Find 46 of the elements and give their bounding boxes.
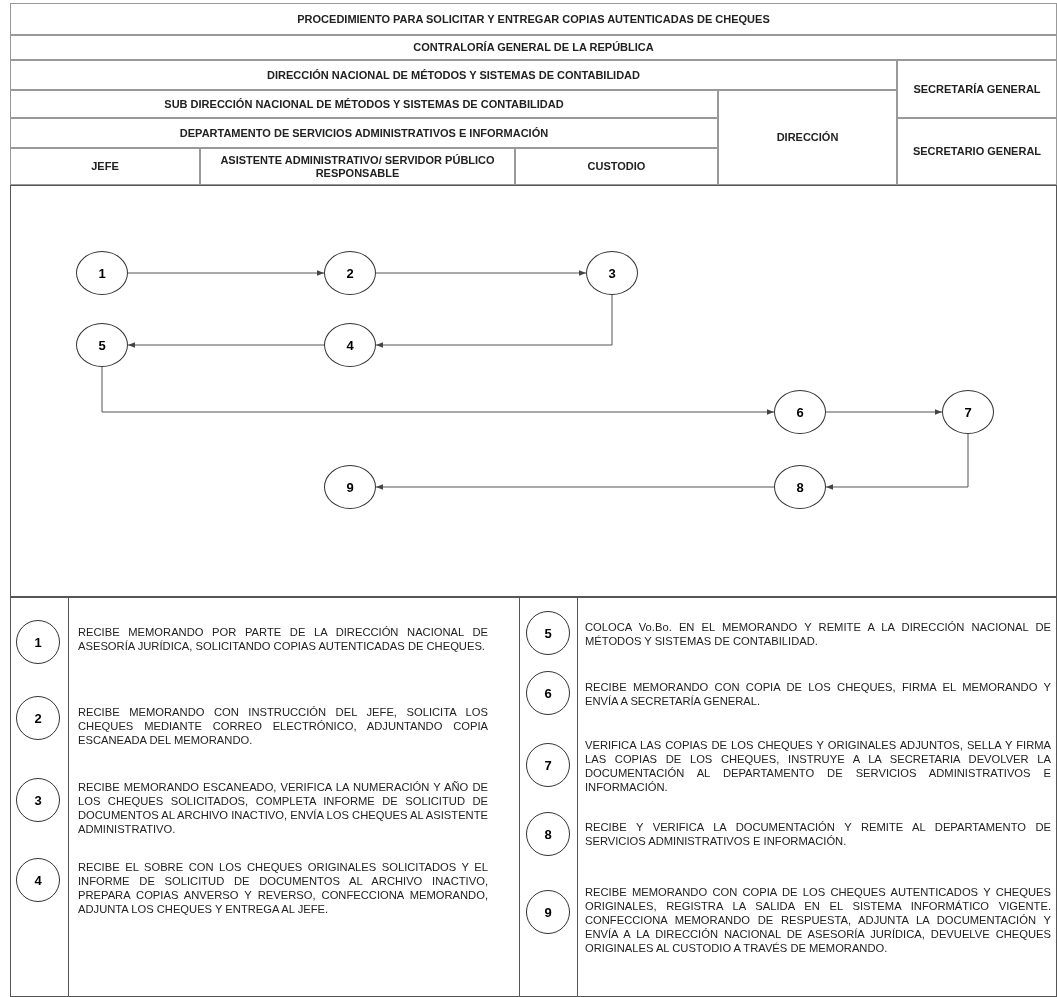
step-number-circle: 7 <box>942 390 994 434</box>
header-cell: SECRETARIO GENERAL <box>897 118 1057 185</box>
step-description: RECIBE MEMORANDO POR PARTE DE LA DIRECCIÓN NACIONAL DE ASESORÍA JURÍDICA, SOLICITANDO COPIAS AUTENTICADAS DE CHEQUES. <box>78 625 488 653</box>
table-title: PROCEDIMIENTO PARA SOLICITAR Y ENTREGAR COPIAS AUTENTICADAS DE CHEQUES <box>10 3 1057 35</box>
header-cell: SUB DIRECCIÓN NACIONAL DE MÉTODOS Y SISTEMAS DE CONTABILIDAD <box>10 90 718 118</box>
arrow <box>825 433 969 490</box>
step-description: COLOCA Vo.Bo. EN EL MEMORANDO Y REMITE A LA DIRECCIÓN NACIONAL DE MÉTODOS Y SISTEMAS DE CONTABILIDAD. <box>585 620 1051 648</box>
step-number-circle: 6 <box>526 671 570 715</box>
step-number-circle: 6 <box>774 390 826 434</box>
step-number-circle: 8 <box>774 465 826 509</box>
step-number-circle: 8 <box>526 812 570 856</box>
header-cell: ASISTENTE ADMINISTRATIVO/ SERVIDOR PÚBLICO RESPONSABLE <box>200 148 515 185</box>
step-number-circle: 7 <box>526 743 570 787</box>
arrow <box>127 342 325 348</box>
step-description: VERIFICA LAS COPIAS DE LOS CHEQUES Y ORIGINALES ADJUNTOS, SELLA Y FIRMA LAS COPIAS DE LOS CHEQUES, INSTRUYE A LA SECRETARIA DEVOLVER LA DOCUMENTACIÓN AL DEPARTAMENTO DE SERVICIOS ADMINISTRATIVOS E INFORMACIÓN. <box>585 738 1051 794</box>
step-number-circle: 5 <box>526 611 570 655</box>
header-cell: JEFE <box>10 148 200 185</box>
step-description: RECIBE MEMORANDO CON COPIA DE LOS CHEQUES, FIRMA EL MEMORANDO Y ENVÍA A SECRETARÍA GENERAL. <box>585 680 1051 708</box>
header-cell: DIRECCIÓN <box>718 90 897 185</box>
step-description: RECIBE EL SOBRE CON LOS CHEQUES ORIGINALES SOLICITADOS Y EL INFORME DE SOLICITUD DE DOCUMENTOS AL ARCHIVO INACTIVO, PREPARA COPIAS ANVERSO Y REVERSO, CONFECCIONA MEMORANDO, ADJUNTA LOS CHEQUES Y ENTREGA AL JEFE. <box>78 860 488 916</box>
header-cell: DIRECCIÓN NACIONAL DE MÉTODOS Y SISTEMAS DE CONTABILIDAD <box>10 60 897 90</box>
step-number-circle: 3 <box>16 778 60 822</box>
arrow <box>101 366 775 415</box>
step-number-circle: 9 <box>526 890 570 934</box>
header-cell: CUSTODIO <box>515 148 718 185</box>
step-description: RECIBE MEMORANDO CON COPIA DE LOS CHEQUES AUTENTICADOS Y CHEQUES ORIGINALES, REGISTRA LA SALIDA EN EL SISTEMA INFORMÁTICO VIGENTE. CONFECCIONA MEMORANDO DE RESPUESTA, ADJUNTA LA DOCUMENTACIÓN Y ENVÍA A LA DIRECCIÓN NACIONAL DE ASESORÍA JURÍDICA, DEVUELVE CHEQUES ORIGINALES AL CUSTODIO A TRAVÉS DE MEMORANDO. <box>585 885 1051 955</box>
header-cell: DEPARTAMENTO DE SERVICIOS ADMINISTRATIVOS E INFORMACIÓN <box>10 118 718 148</box>
step-description: RECIBE MEMORANDO ESCANEADO, VERIFICA LA NUMERACIÓN Y AÑO DE LOS CHEQUES SOLICITADOS, COMPLETA INFORME DE SOLICITUD DE DOCUMENTOS AL ARCHIVO INACTIVO, ENVÍA LOS CHEQUES AL ASISTENTE ADMINISTRATIVO. <box>78 780 488 836</box>
step-number-circle: 1 <box>76 251 128 295</box>
arrow <box>375 484 775 490</box>
step-number-circle: 2 <box>16 696 60 740</box>
arrow <box>127 270 325 276</box>
step-number-circle: 5 <box>76 323 128 367</box>
step-description: RECIBE MEMORANDO CON INSTRUCCIÓN DEL JEFE, SOLICITA LOS CHEQUES MEDIANTE CORREO ELECTRÓNICO, ADJUNTANDO COPIA ESCANEADA DEL MEMORANDO. <box>78 705 488 747</box>
header-cell: CONTRALORÍA GENERAL DE LA REPÚBLICA <box>10 35 1057 60</box>
step-number-circle: 4 <box>324 323 376 367</box>
arrow <box>375 294 613 348</box>
header-cell: SECRETARÍA GENERAL <box>897 60 1057 118</box>
arrow <box>825 409 943 415</box>
step-number-circle: 1 <box>16 620 60 664</box>
step-number-circle: 4 <box>16 858 60 902</box>
step-number-circle: 3 <box>586 251 638 295</box>
arrow <box>375 270 587 276</box>
step-number-circle: 2 <box>324 251 376 295</box>
step-number-circle: 9 <box>324 465 376 509</box>
step-description: RECIBE Y VERIFICA LA DOCUMENTACIÓN Y REMITE AL DEPARTAMENTO DE SERVICIOS ADMINISTRATIVOS E INFORMACIÓN. <box>585 820 1051 848</box>
